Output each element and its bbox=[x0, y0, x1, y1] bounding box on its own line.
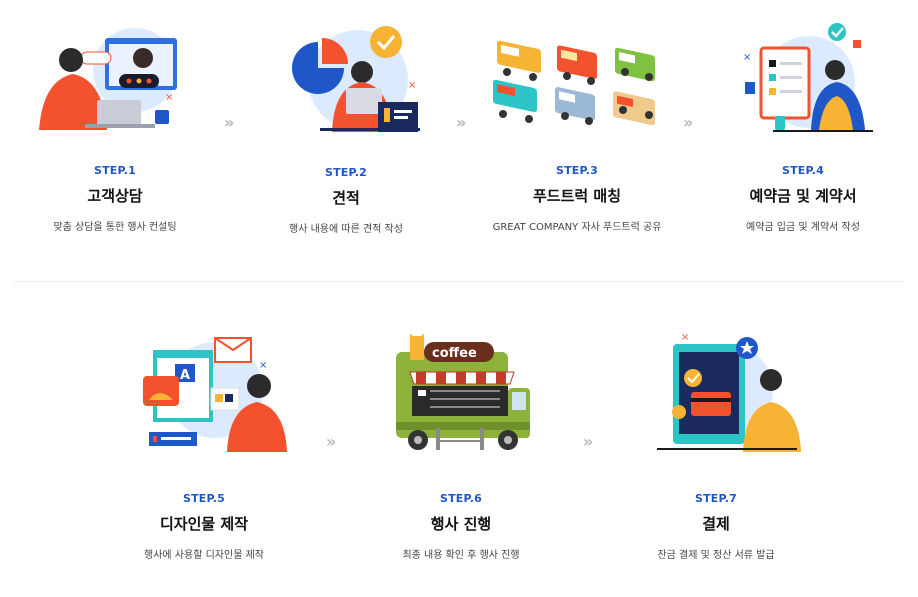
payment-illustration: × bbox=[606, 328, 826, 458]
step-title: 푸드트럭 매칭 bbox=[532, 187, 622, 205]
chevron-right-icon: » bbox=[224, 113, 234, 132]
step-label: STEP.5 bbox=[182, 492, 225, 505]
step-label: STEP.1 bbox=[93, 164, 136, 177]
step-label: STEP.7 bbox=[694, 492, 737, 505]
step-4: × STEP.4 예약금 및 계약서 예약금 입금 및 계약서 작성 bbox=[693, 20, 913, 233]
step-1: × STEP.1 고객상담 맞춤 상담을 통한 행사 컨설팅 bbox=[5, 20, 225, 233]
step-desc: 행사에 사용할 디자인물 제작 bbox=[144, 550, 264, 561]
step-desc: 예약금 입금 및 계약서 작성 bbox=[746, 222, 860, 233]
step-desc: 맞춤 상담을 통한 행사 컨설팅 bbox=[53, 222, 177, 233]
step-title: 디자인물 제작 bbox=[159, 515, 249, 533]
svg-text:×: × bbox=[743, 52, 751, 63]
step-title: 예약금 및 계약서 bbox=[749, 187, 857, 205]
chevron-right-icon: » bbox=[583, 432, 593, 451]
step-label: STEP.2 bbox=[324, 166, 367, 179]
food-truck-grid-illustration bbox=[467, 20, 687, 150]
step-3: STEP.3 푸드트럭 매칭 GREAT COMPANY 자사 푸드트럭 공유 bbox=[467, 20, 687, 233]
chevron-right-icon: » bbox=[683, 113, 693, 132]
step-label: STEP.6 bbox=[439, 492, 482, 505]
step-desc: 최종 내용 확인 후 행사 진행 bbox=[402, 550, 520, 561]
step-desc: 잔금 결제 및 정산 서류 발급 bbox=[657, 550, 775, 561]
svg-text:×: × bbox=[408, 80, 416, 91]
step-6: coffee STEP.6 행사 진행 최종 내용 확인 후 행사 진행 bbox=[351, 328, 571, 561]
step-desc: 행사 내용에 따른 견적 작성 bbox=[289, 224, 403, 235]
estimate-illustration: × bbox=[236, 20, 456, 150]
chevron-right-icon: » bbox=[456, 113, 466, 132]
consultation-illustration: × bbox=[5, 20, 225, 150]
step-title: 견적 bbox=[332, 189, 360, 207]
section-divider bbox=[14, 281, 904, 282]
step-label: STEP.3 bbox=[555, 164, 598, 177]
svg-text:A: A bbox=[180, 368, 190, 383]
step-2: × STEP.2 견적 행사 내용에 따른 견적 작성 bbox=[236, 20, 456, 235]
coffee-truck-illustration: coffee bbox=[351, 328, 571, 458]
step-title: 결제 bbox=[702, 515, 730, 533]
step-title: 행사 진행 bbox=[430, 515, 492, 533]
step-title: 고객상담 bbox=[87, 187, 143, 205]
step-desc: GREAT COMPANY 자사 푸드트럭 공유 bbox=[492, 222, 662, 233]
step-5: A × STEP.5 디자인물 제작 행사에 사용할 디자인물 제작 bbox=[94, 328, 314, 561]
truck-sign-text: coffee bbox=[432, 346, 477, 361]
chevron-right-icon: » bbox=[326, 432, 336, 451]
design-illustration: A × bbox=[94, 328, 314, 458]
svg-text:×: × bbox=[259, 360, 267, 371]
checklist-illustration: × bbox=[693, 20, 913, 150]
svg-text:×: × bbox=[681, 332, 689, 343]
step-7: × STEP.7 결제 잔금 결제 및 정산 서류 발급 bbox=[606, 328, 826, 561]
step-label: STEP.4 bbox=[781, 164, 824, 177]
svg-text:×: × bbox=[165, 92, 173, 103]
